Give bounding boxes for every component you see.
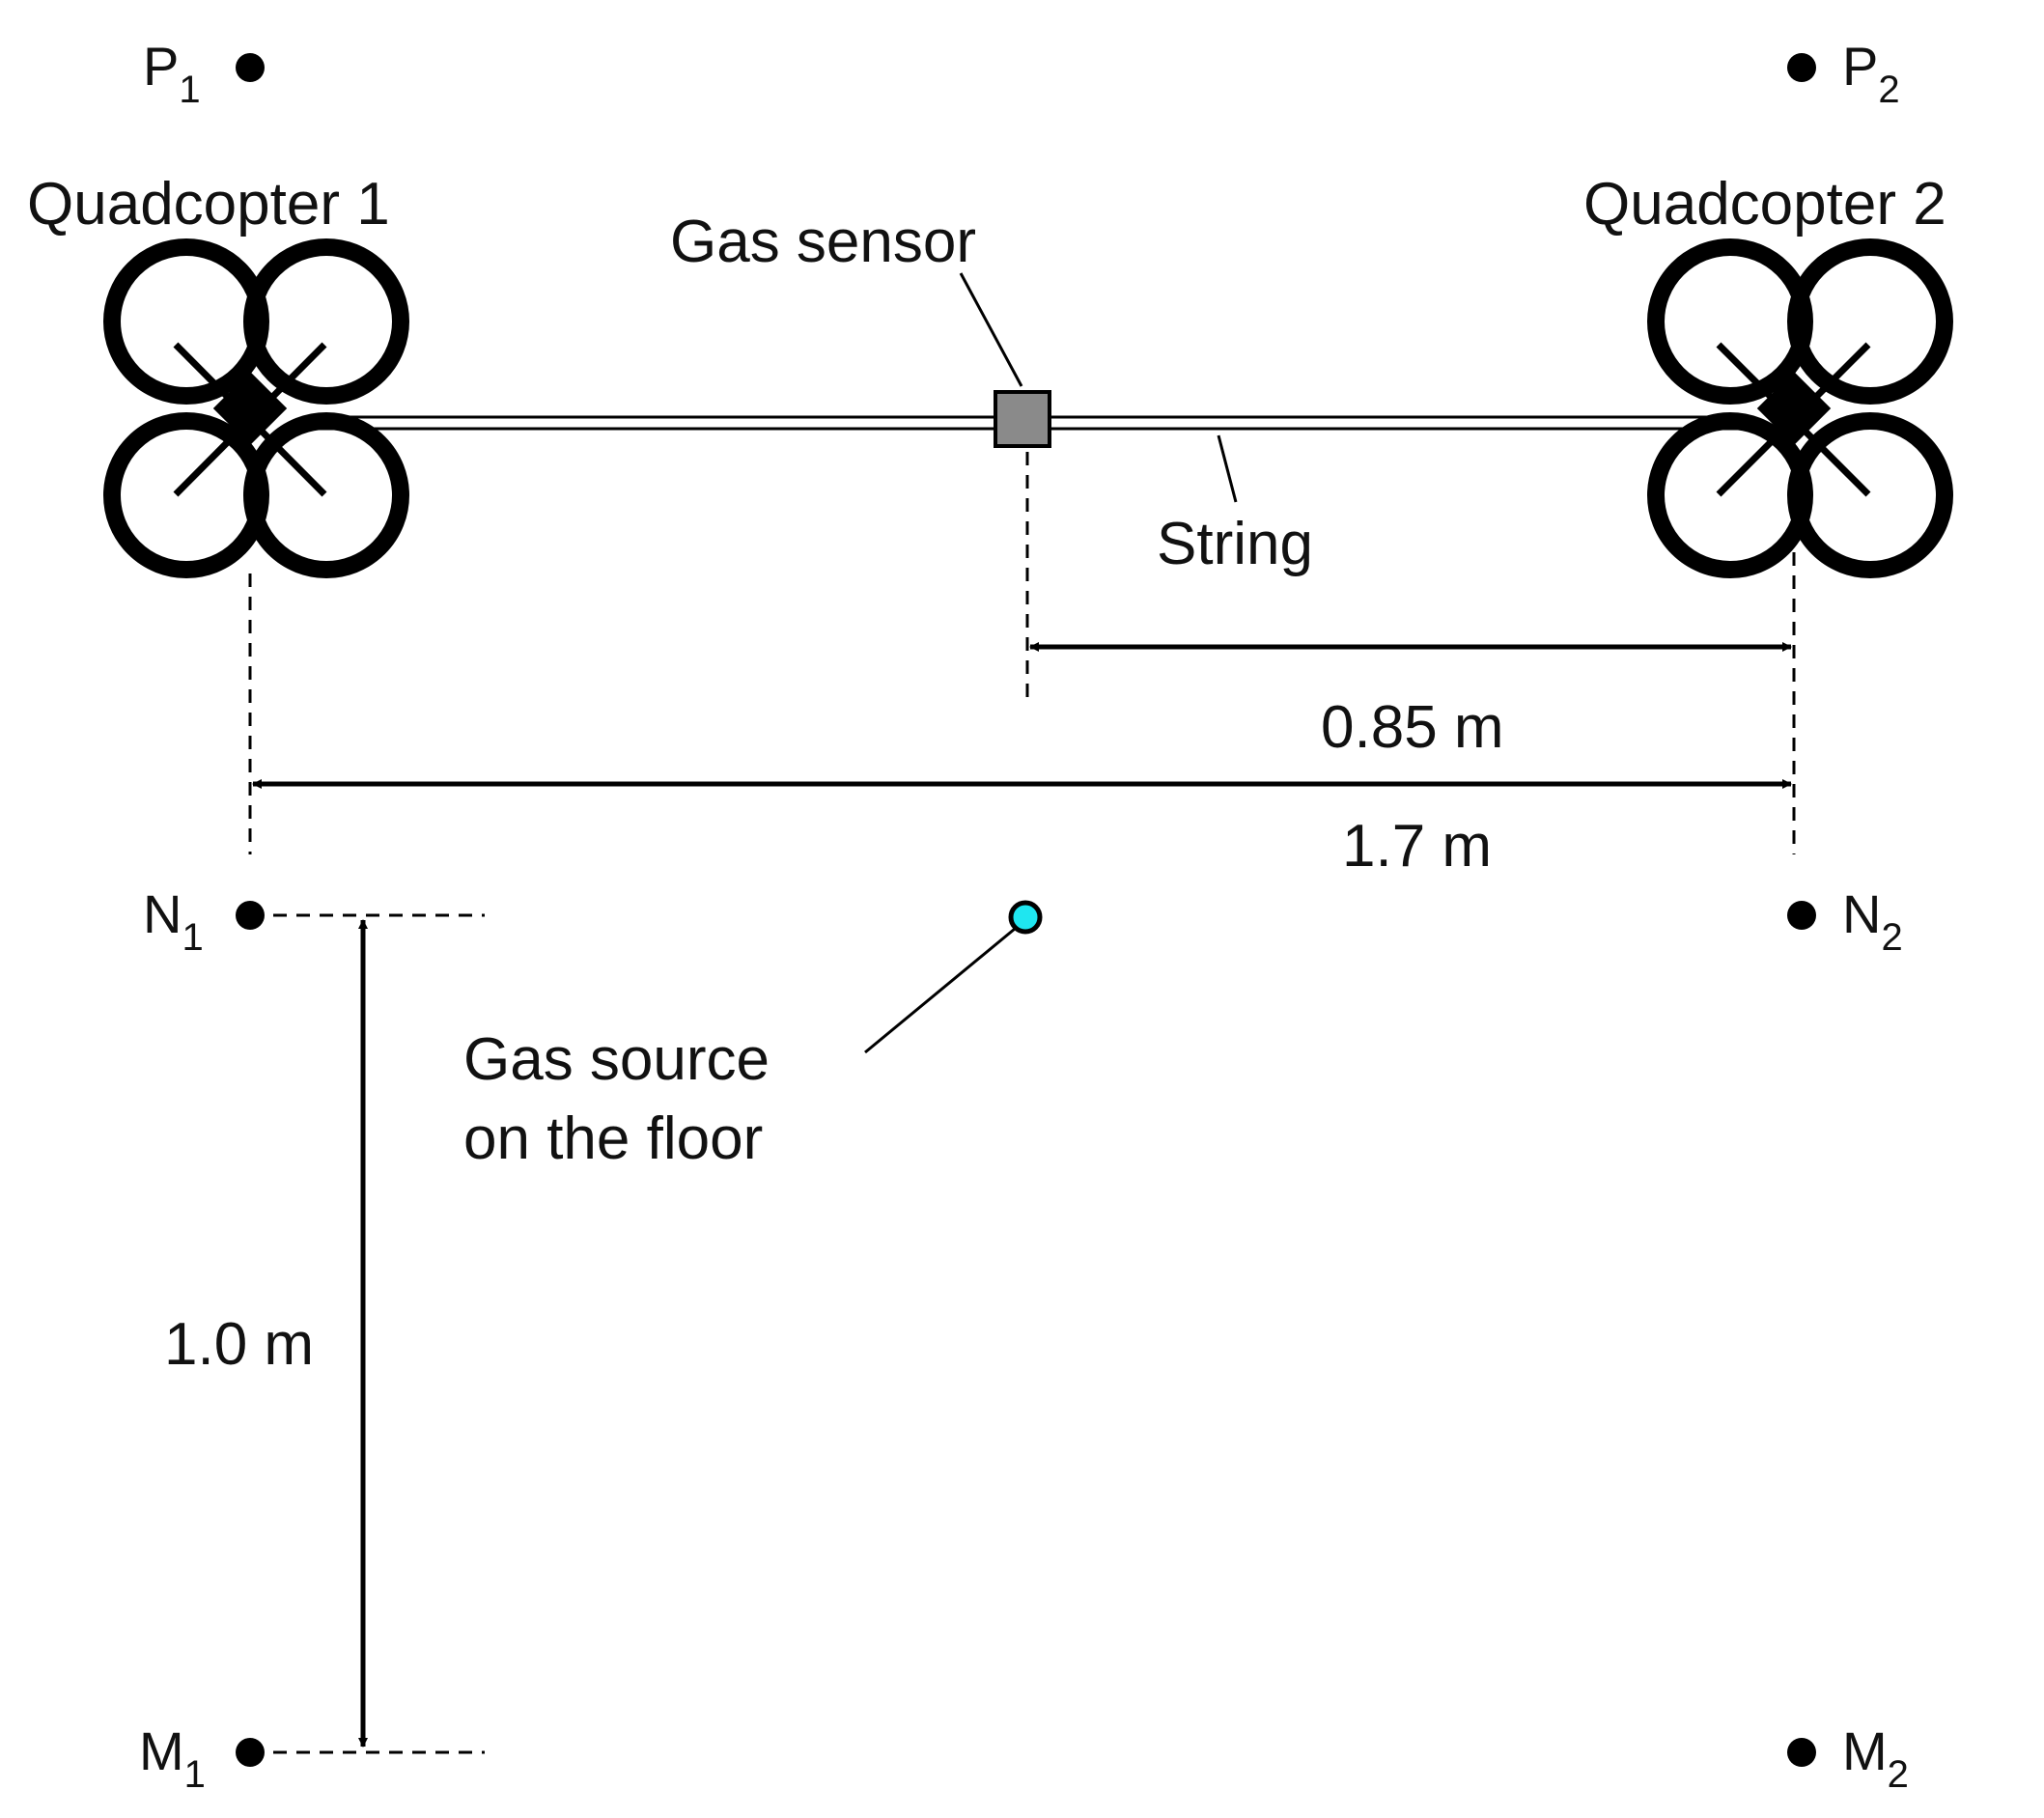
string-leader-line: [1217, 434, 1238, 503]
string-label: String: [1157, 511, 1313, 577]
point-p1-dot: [236, 53, 265, 82]
quadcopter-2-icon: [1647, 238, 1953, 578]
gas-sensor-icon: [994, 390, 1051, 448]
point-n2-dot: [1787, 901, 1816, 930]
quadcopter-1-label: Quadcopter 1: [27, 171, 390, 238]
point-m2-dot: [1787, 1738, 1816, 1767]
full-span-label: 1.7 m: [1342, 813, 1492, 880]
gas-source-icon: [1008, 900, 1043, 935]
quadcopter-2-label: Quadcopter 2: [1583, 171, 1946, 238]
gas-source-label-line1: Gas source: [463, 1026, 770, 1093]
point-n1-label: N1: [143, 883, 204, 959]
point-m1-dot: [236, 1738, 265, 1767]
source-leader-line: [864, 927, 1016, 1054]
point-m1-label: M1: [139, 1720, 206, 1796]
gas-sensor-label: Gas sensor: [670, 209, 976, 275]
point-n2-label: N2: [1842, 883, 1903, 959]
gas-source-label-line2: on the floor: [463, 1105, 763, 1172]
point-m2-label: M2: [1842, 1720, 1909, 1796]
sensor-leader-line: [959, 272, 1023, 387]
point-n1-dot: [236, 901, 265, 930]
depth-label: 1.0 m: [164, 1311, 314, 1378]
half-span-label: 0.85 m: [1321, 694, 1504, 761]
point-p2-label: P2: [1842, 36, 1900, 111]
quadcopter-1-icon: [103, 238, 409, 578]
point-p1-label: P1: [143, 36, 201, 111]
point-p2-dot: [1787, 53, 1816, 82]
